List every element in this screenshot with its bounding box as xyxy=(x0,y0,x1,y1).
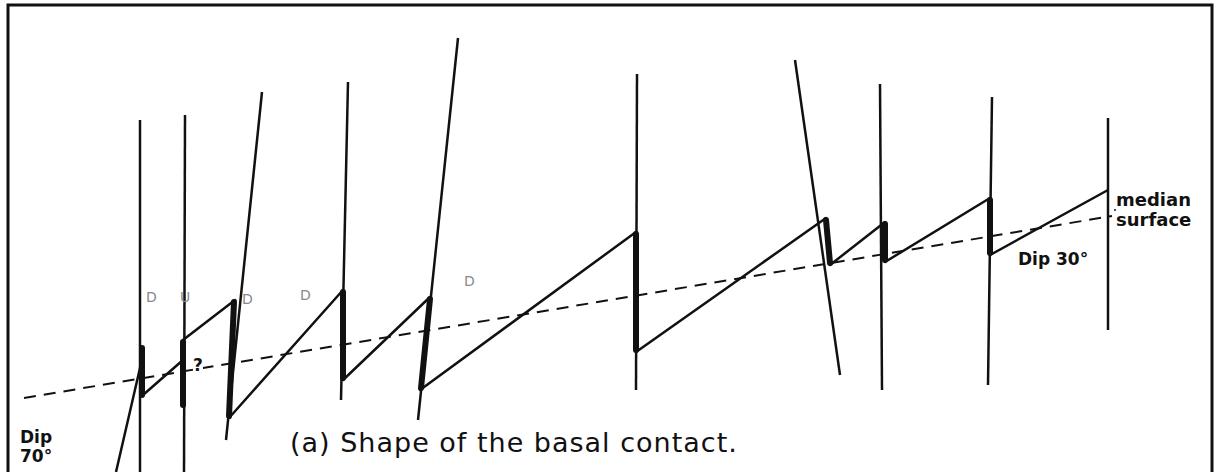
surface-label: median surface xyxy=(1116,190,1208,230)
figure-caption: (a) Shape of the basal contact. xyxy=(290,428,738,458)
pencil-mark: D xyxy=(146,290,157,305)
pencil-mark: D xyxy=(242,292,253,307)
pencil-mark: D xyxy=(464,274,475,289)
median-surface-line xyxy=(24,216,1112,398)
query-mark: ? xyxy=(193,356,203,375)
faults xyxy=(140,38,1108,472)
frame xyxy=(8,5,1212,472)
basal-contact xyxy=(116,190,1108,472)
pencil-mark: D xyxy=(300,288,311,303)
pencil-mark: U xyxy=(180,290,190,305)
dip-label: Dip 70° xyxy=(20,428,65,465)
dip-label: Dip 30° xyxy=(1018,250,1088,269)
